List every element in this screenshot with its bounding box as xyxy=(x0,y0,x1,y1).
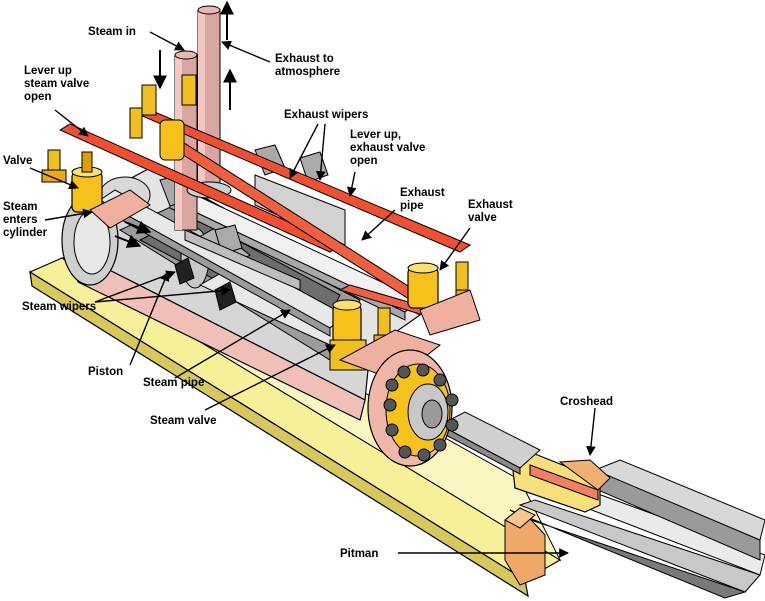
label-exhaust-wipers: Exhaust wipers xyxy=(284,109,368,121)
leader-steam-valve xyxy=(204,344,336,411)
label-exhaust-pipe: Exhaust pipe xyxy=(400,187,448,212)
leader-piston xyxy=(129,271,170,366)
leader-steam-pipe xyxy=(174,309,291,379)
label-piston: Piston xyxy=(88,366,123,378)
leader-crosshead xyxy=(586,407,596,456)
label-exhaust-valve: Exhaust valve xyxy=(468,199,516,224)
label-steam-valve: Steam valve xyxy=(150,415,217,427)
label-exhaust-atmosphere: Exhaust to atmosphere xyxy=(275,53,340,78)
steam-enter-arrow-2 xyxy=(124,220,152,234)
leader-lever-up-exhaust xyxy=(347,171,357,197)
label-valve: Valve xyxy=(3,155,32,167)
leader-lever-up-steam xyxy=(54,109,89,137)
crosshead xyxy=(511,451,611,513)
leader-exhaust-wipers-2 xyxy=(315,123,326,181)
leader-exhaust-valve xyxy=(439,227,471,271)
leader-lines xyxy=(29,31,596,558)
cylinder-flange xyxy=(367,349,459,467)
label-lever-up-exhaust: Lever up, exhaust valve open xyxy=(350,129,429,167)
label-pitman: Pitman xyxy=(340,548,378,560)
label-crosshead: Croshead xyxy=(560,396,613,408)
leader-exhaust-pipe xyxy=(361,209,396,241)
flow-arrows xyxy=(114,0,237,248)
leader-exhaust-wipers-1 xyxy=(289,123,319,179)
exhaust-wiper-blocks xyxy=(159,144,346,291)
label-lever-up-steam: Lever up steam valve open xyxy=(24,65,92,103)
labels: Steam in Exhaust to atmosphere Lever up … xyxy=(3,26,613,560)
flange-bolts xyxy=(383,363,459,462)
leader-steam-enters xyxy=(44,208,93,221)
piston-rod xyxy=(438,411,541,475)
steam-enter-arrow-1 xyxy=(114,234,142,248)
steam-pipe xyxy=(99,189,346,337)
leader-steam-wipers-2 xyxy=(94,285,231,303)
leader-valve xyxy=(29,167,79,190)
label-steam-pipe: Steam pipe xyxy=(143,377,204,389)
valve-bases xyxy=(89,189,481,381)
label-steam-wipers: Steam wipers xyxy=(22,301,96,313)
leader-exhaust-atmosphere xyxy=(221,40,271,63)
leader-steam-in xyxy=(149,31,185,51)
label-steam-in: Steam in xyxy=(88,26,136,38)
label-steam-enters: Steam enters cylinder xyxy=(3,201,48,239)
